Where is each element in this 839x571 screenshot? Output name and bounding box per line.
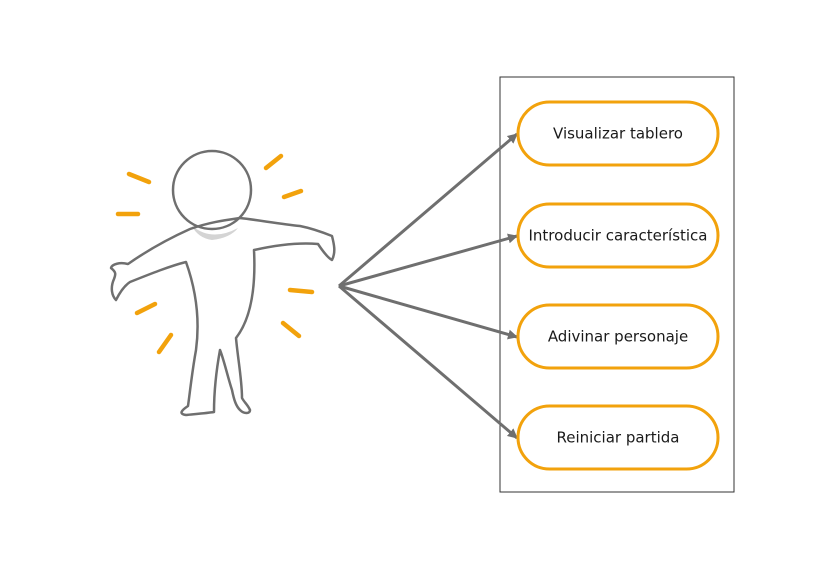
use-case-shape	[516, 202, 720, 269]
actor-body	[109, 216, 336, 417]
use-case-label: Reiniciar partida	[556, 429, 679, 447]
use-case-visualizar-tablero[interactable]: Visualizar tablero	[516, 100, 720, 167]
actor-collar	[192, 226, 238, 240]
ray	[263, 153, 284, 171]
ray	[156, 332, 174, 355]
association-arrows	[338, 132, 518, 440]
use-case-introducir-caracteristica[interactable]: Introducir característica	[516, 202, 720, 269]
use-case-adivinar-personaje[interactable]: Adivinar personaje	[516, 303, 720, 370]
use-case-reiniciar-partida[interactable]: Reiniciar partida	[516, 404, 720, 471]
arrow-to-adivinar	[338, 284, 518, 340]
use-case-label: Visualizar tablero	[553, 125, 683, 143]
ray	[126, 171, 152, 185]
use-case-label: Adivinar personaje	[548, 328, 688, 346]
system-boundary	[499, 76, 735, 493]
ray	[280, 320, 302, 339]
ray	[134, 301, 158, 316]
use-case-shape	[516, 100, 720, 167]
actor-rays	[115, 153, 315, 355]
actor-figure	[109, 149, 336, 417]
arrow-to-introducir	[338, 233, 518, 288]
ray	[281, 188, 304, 200]
use-case-shape	[516, 303, 720, 370]
ray	[287, 287, 315, 295]
use-case-shape	[516, 404, 720, 471]
arrow-to-reiniciar	[338, 284, 518, 440]
actor-head	[171, 149, 253, 231]
use-case-label: Introducir característica	[529, 227, 708, 245]
arrow-to-visualizar	[338, 132, 518, 288]
